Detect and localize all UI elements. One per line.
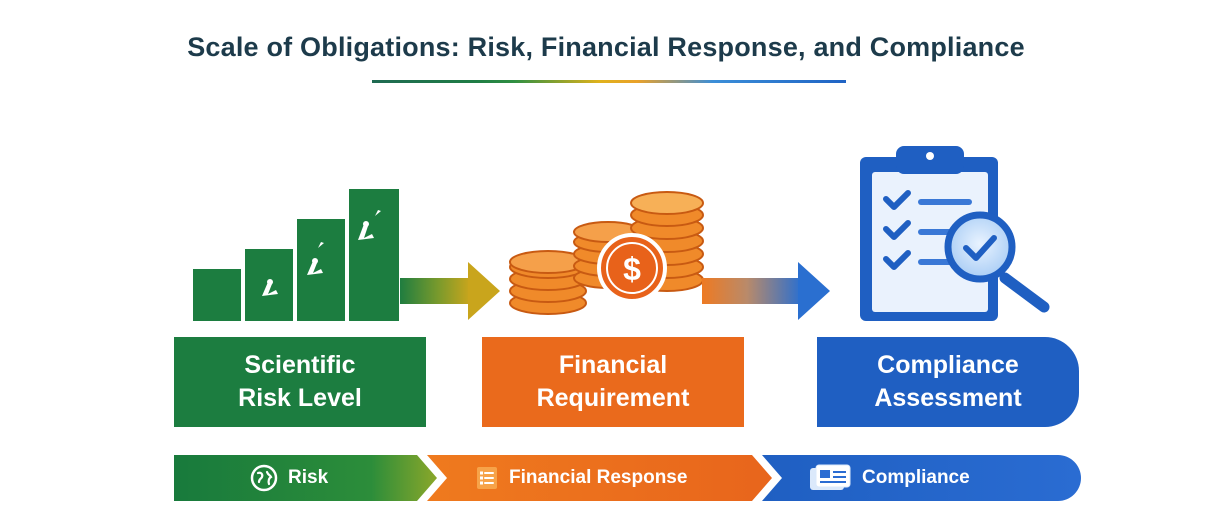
stage-label-financial: Financial Requirement [536, 351, 690, 412]
coin-stacks-icon: $ [509, 191, 704, 315]
clipboard-magnifier-icon [860, 146, 1050, 321]
arrow-financial-to-compliance [702, 262, 830, 320]
document-icon [808, 464, 852, 492]
chevron-financial-response [427, 455, 772, 501]
checklist-icon [475, 466, 499, 490]
globe-icon [250, 464, 278, 492]
footer-item-risk: Risk [250, 455, 328, 501]
footer-item-financial-response: Financial Response [475, 455, 687, 501]
footer-label-risk: Risk [288, 467, 329, 488]
svg-text:$: $ [623, 251, 641, 287]
title-underline [372, 80, 846, 83]
rising-bars-icon [193, 189, 399, 321]
footer-item-compliance: Compliance [808, 455, 970, 501]
stage-label-compliance: Compliance Assessment [874, 351, 1022, 412]
footer-label-financial-response: Financial Response [509, 467, 688, 488]
stage-label-risk: Scientific Risk Level [238, 351, 362, 412]
arrow-risk-to-financial [400, 262, 500, 320]
footer-label-compliance: Compliance [862, 467, 970, 488]
stage-box-financial: Financial Requirement [482, 337, 744, 427]
stage-box-risk: Scientific Risk Level [174, 337, 426, 427]
chevron-risk [174, 455, 437, 501]
diagram-title: Scale of Obligations: Risk, Financial Re… [187, 32, 1025, 62]
stage-box-compliance: Compliance Assessment [817, 337, 1079, 427]
